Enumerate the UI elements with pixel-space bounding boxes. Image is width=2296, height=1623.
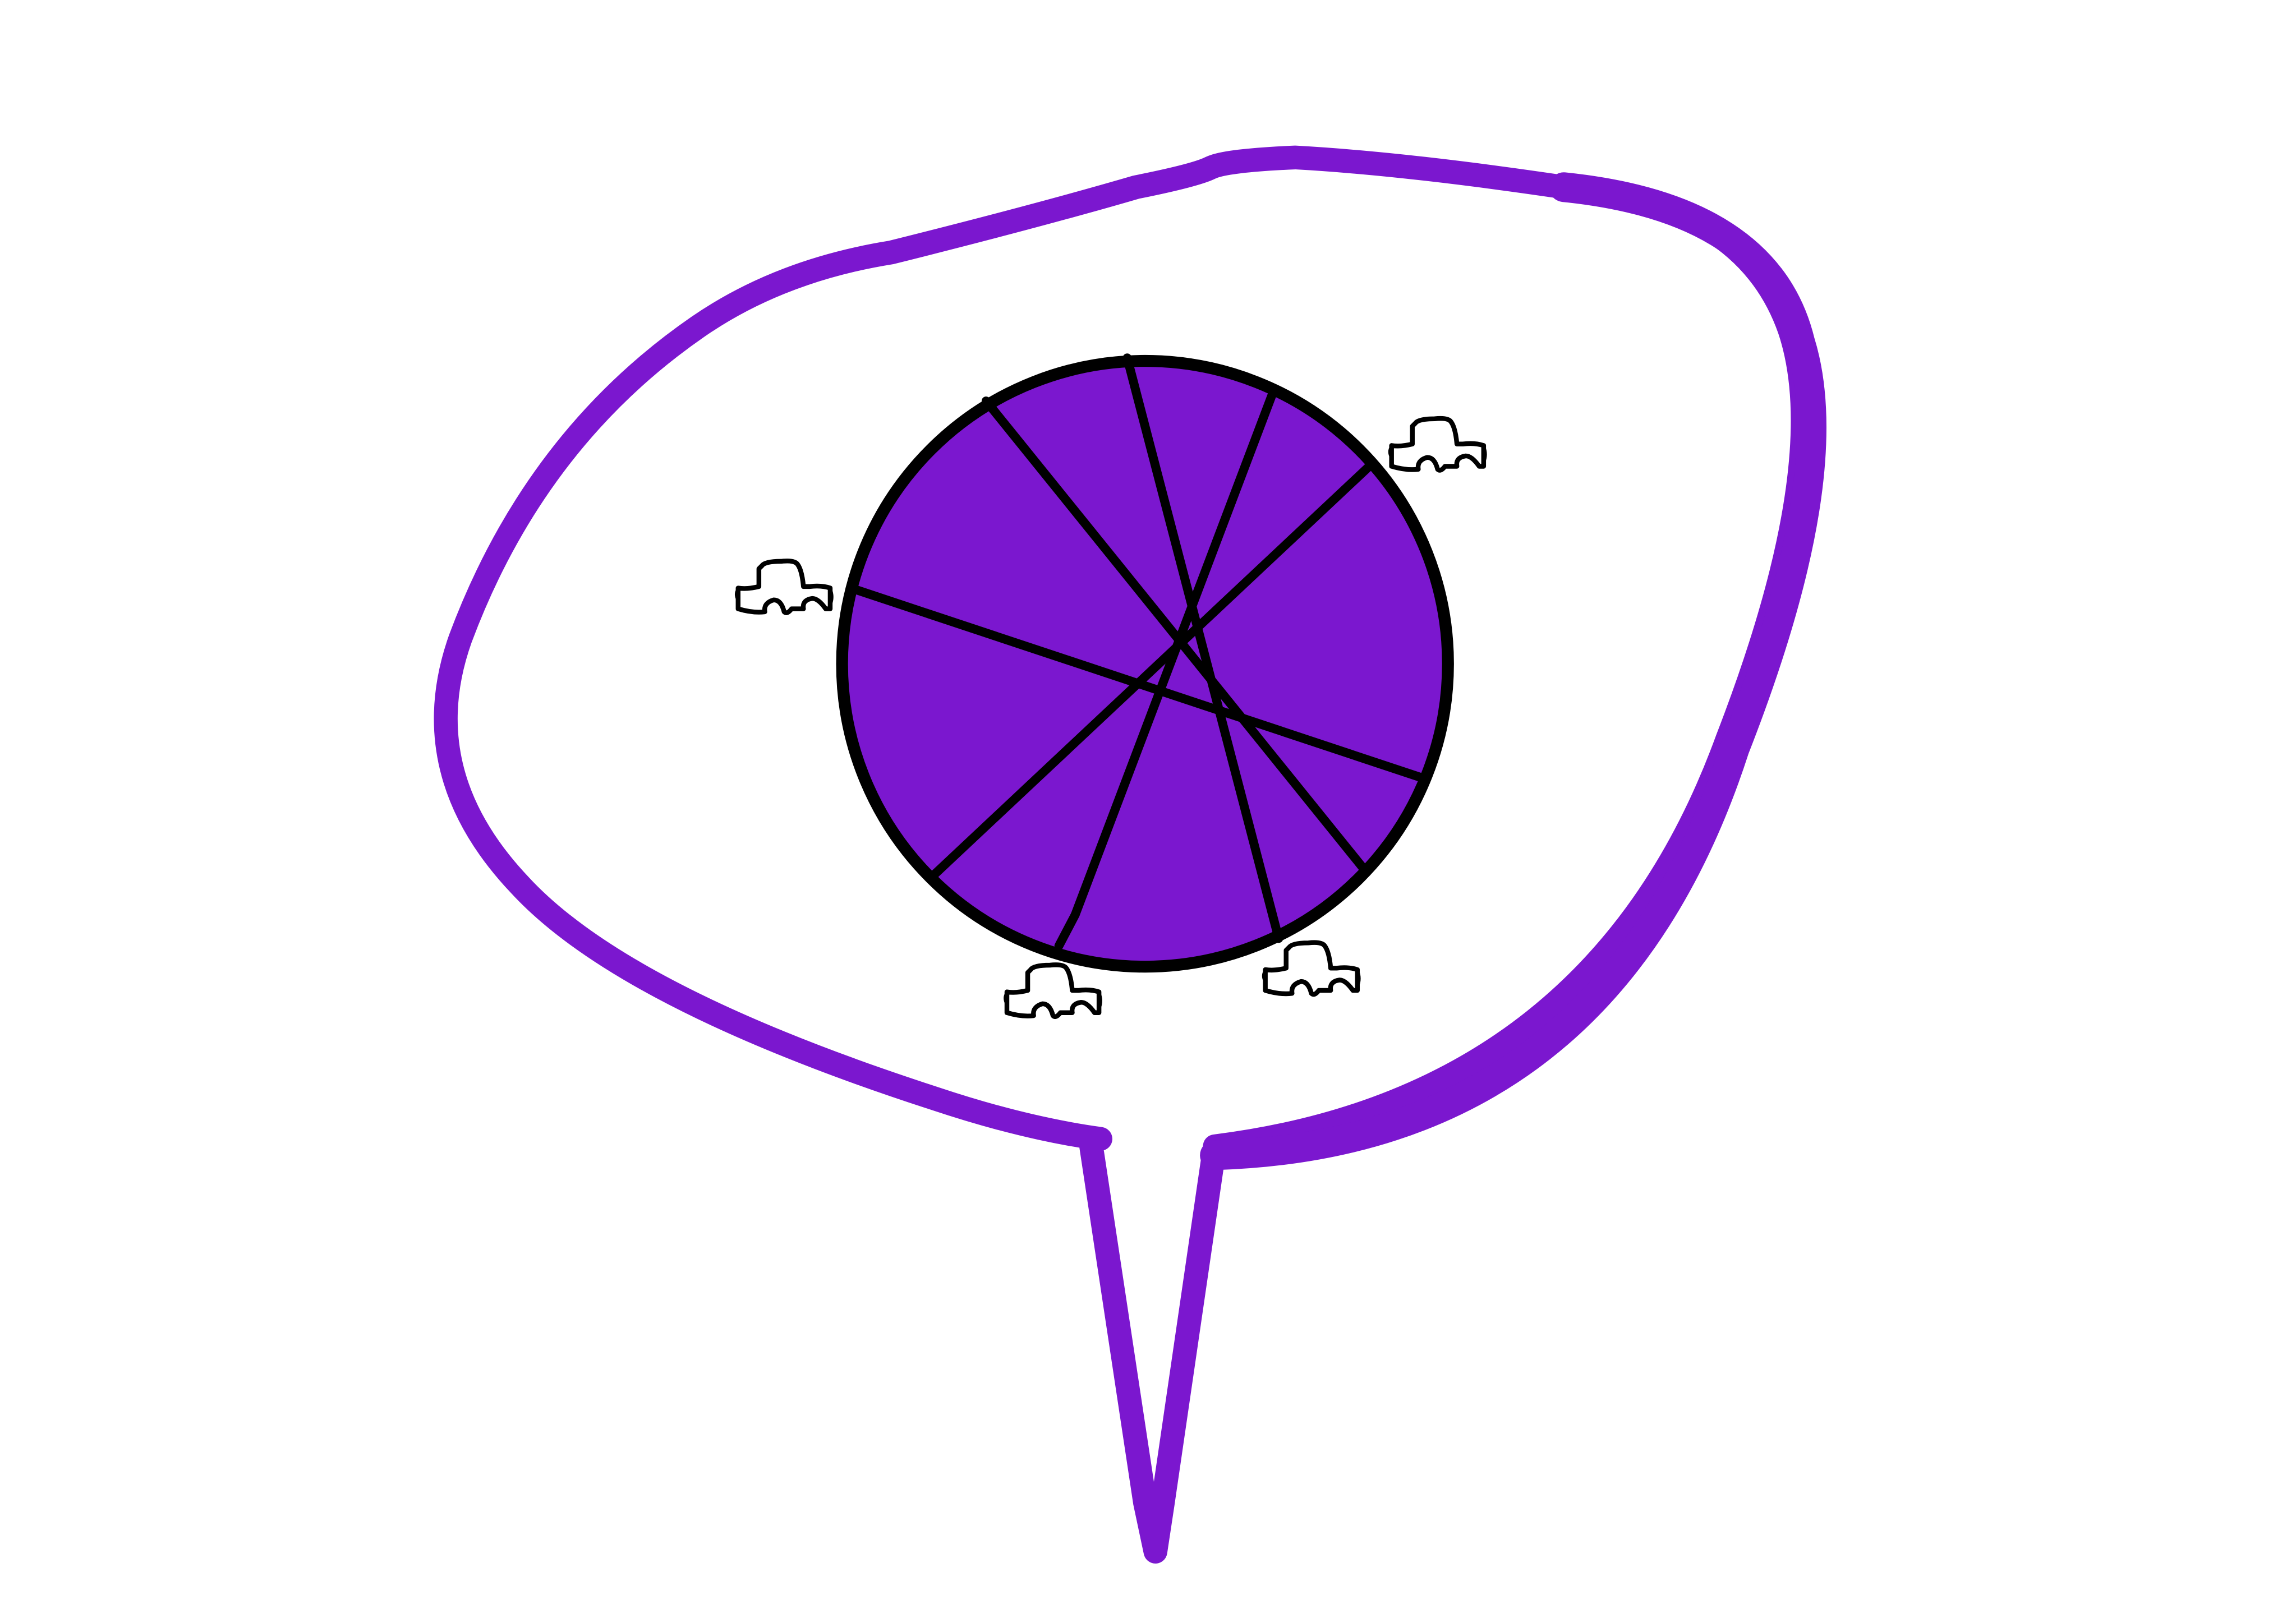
wheel-spoke-end bbox=[1054, 910, 1080, 951]
car-icon bbox=[1264, 943, 1359, 994]
speech-bubble-icon bbox=[434, 145, 1826, 1564]
wheel-spoke bbox=[981, 396, 1369, 875]
wheel-spokes bbox=[851, 353, 1428, 951]
speech-bubble-shade bbox=[1200, 172, 1826, 1170]
wheel-rim bbox=[836, 354, 1454, 973]
wheel-spoke bbox=[928, 462, 1374, 881]
car-icon bbox=[737, 561, 831, 612]
wheel-icon bbox=[836, 353, 1454, 973]
car-icon bbox=[1390, 418, 1485, 470]
wheel-spoke bbox=[1122, 353, 1283, 943]
car-icon bbox=[1005, 965, 1100, 1016]
